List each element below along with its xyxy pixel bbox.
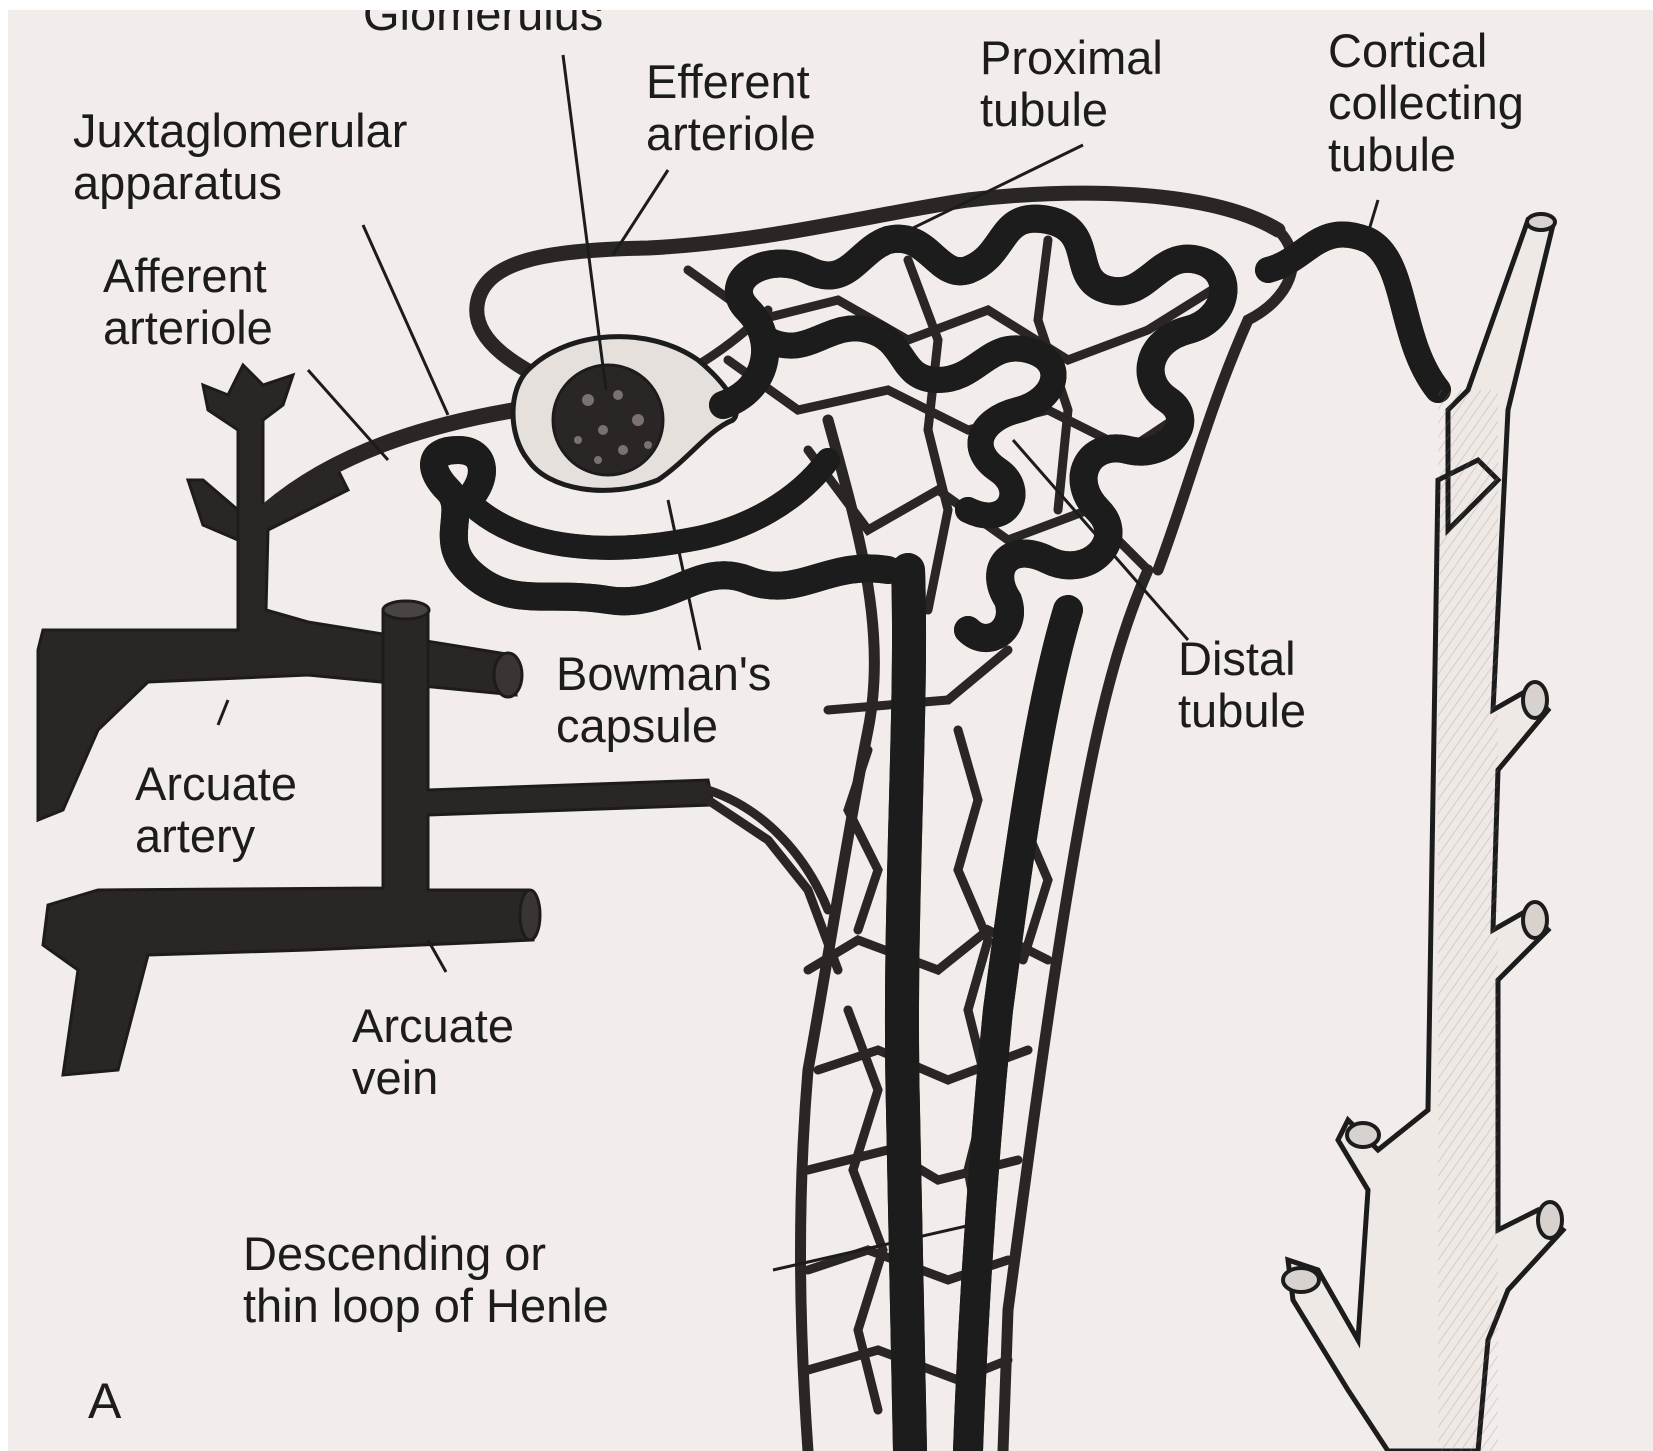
arcuate-artery (38, 365, 522, 820)
label-proximal-tubule: Proximal tubule (980, 32, 1163, 136)
leader-arcuate-artery (218, 700, 228, 725)
panel-letter: A (88, 1375, 121, 1427)
label-juxtaglomerular-apparatus: Juxtaglomerular apparatus (73, 105, 407, 209)
label-arcuate-vein: Arcuate vein (352, 1000, 514, 1104)
leader-juxtaglomerular (363, 225, 448, 415)
label-afferent-arteriole: Afferent arteriole (103, 250, 273, 354)
label-loop-of-henle: Descending or thin loop of Henle (243, 1228, 609, 1332)
connecting-tubule (1268, 234, 1438, 390)
label-glomerulus: Glomerulus (363, 10, 603, 40)
leader-distal (1013, 440, 1188, 640)
label-distal-tubule: Distal tubule (1178, 633, 1306, 737)
nephron-diagram: Glomerulus Juxtaglomerular apparatus Eff… (8, 10, 1653, 1451)
leader-afferent (308, 370, 388, 460)
glomerulus-tuft (553, 365, 663, 475)
peritubular-capillaries (688, 240, 1228, 1451)
label-arcuate-artery: Arcuate artery (135, 758, 297, 862)
collecting-duct (1283, 214, 1563, 1451)
label-bowmans-capsule: Bowman's capsule (556, 648, 771, 752)
label-efferent-arteriole: Efferent arteriole (646, 56, 816, 160)
label-cortical-collecting-tubule: Cortical collecting tubule (1328, 25, 1524, 181)
